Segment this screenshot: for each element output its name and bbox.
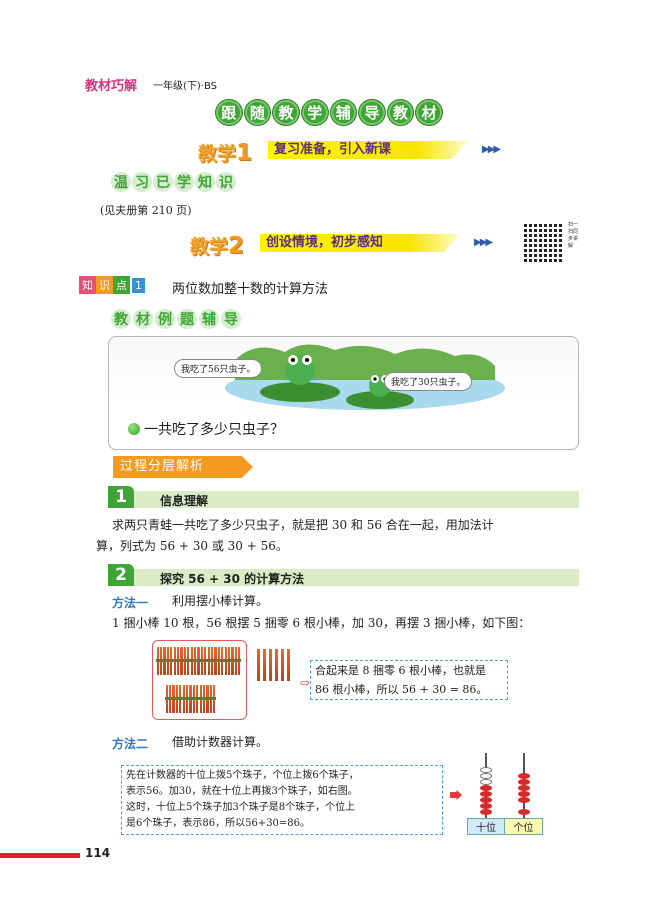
right-arrow-icon — [450, 790, 462, 800]
tens-label: 十位 — [467, 818, 505, 835]
green-dot-icon — [128, 423, 140, 435]
section-title: 探究 56 + 30 的计算方法 — [160, 572, 305, 586]
section-title: 信息理解 — [160, 494, 209, 508]
banner-char: 辅 — [329, 99, 358, 126]
process-banner — [113, 456, 253, 478]
book-brand: 教材巧解 — [85, 79, 138, 94]
abacus-explanation: 先在计数器的十位上拨5个珠子，个位上拨6个珠子， 表示56。加30，就在十位上再… — [121, 765, 443, 835]
banner-char: 随 — [243, 99, 272, 126]
section-2-header — [108, 569, 579, 586]
paragraph-line: 求两只青蛙一共吃了多少只虫子，就是把 30 和 56 合在一起，用加法计 — [112, 518, 494, 532]
stick-bundle — [207, 647, 224, 675]
stick-bundle — [182, 685, 199, 713]
method-1-text: 利用摆小棒计算。 — [172, 594, 269, 608]
page-number: 114 — [85, 846, 111, 860]
speech-bubble: 我吃了30只虫子。 — [384, 372, 473, 391]
speech-bubble: 我吃了56只虫子。 — [174, 359, 263, 378]
sticks-conclusion: 合起来是 8 捆零 6 根小棒，也就是 86 根小棒，所以 56 + 30 = … — [310, 660, 508, 700]
stick-bundle — [165, 685, 182, 713]
review-label: 温 习 已 学 知 识 — [111, 172, 236, 192]
ones-label: 个位 — [505, 818, 543, 835]
section-number: 1 — [108, 486, 134, 508]
example-label: 教 材 例 题 辅 导 — [111, 309, 241, 329]
qr-caption: 扫一扫同步讲解 — [568, 222, 579, 249]
teaching-bar — [260, 234, 460, 252]
teaching-bar — [268, 141, 468, 159]
footer-bar — [0, 853, 80, 858]
triple-arrow-icon: ▶▶▶ — [474, 237, 493, 248]
process-label: 过程分层解析 — [120, 459, 205, 474]
sticks-illustration — [152, 640, 247, 720]
right-arrow-icon: ⇨ — [300, 676, 311, 690]
method-2-label: 方法二 — [112, 737, 149, 751]
place-value-labels: 十位 个位 — [467, 818, 543, 835]
method-1-label: 方法一 — [112, 596, 149, 610]
stick-bundle — [224, 647, 241, 675]
knowledge-point-tag: 知 识 点 1 — [79, 276, 145, 294]
stick-bundle — [199, 685, 216, 713]
loose-stick — [269, 649, 272, 681]
banner-char: 导 — [358, 99, 386, 126]
loose-stick — [275, 649, 278, 681]
banner-char: 教 — [272, 99, 300, 126]
abacus-illustration — [467, 753, 543, 835]
loose-stick — [287, 649, 290, 681]
triple-arrow-icon: ▶▶▶ — [482, 144, 501, 155]
stick-bundle — [173, 647, 190, 675]
method-2-text: 借助计数器计算。 — [172, 735, 269, 749]
loose-stick — [257, 649, 260, 681]
qr-code-icon[interactable] — [524, 222, 564, 262]
book-grade: 一年级(下)·BS — [153, 81, 218, 92]
section-number: 2 — [108, 564, 134, 586]
example-question: 一共吃了多少只虫子？ — [128, 419, 284, 439]
loose-stick — [263, 649, 266, 681]
section-1-header — [108, 491, 579, 508]
sticks-description: 1 捆小棒 10 根，56 根摆 5 捆零 6 根小棒，加 30，再摆 3 捆小… — [112, 616, 531, 630]
loose-stick — [281, 649, 284, 681]
teaching-title: 创设情境，初步感知 — [266, 235, 384, 250]
stick-bundle — [190, 647, 207, 675]
paragraph-line: 算，列式为 56 + 30 或 30 + 56。 — [96, 539, 288, 553]
see-book-reference: (见夫册第 210 页) — [100, 204, 192, 217]
banner-char: 学 — [300, 99, 329, 126]
chapter-banner: 跟 随 教 学 辅 导 教 材 — [215, 99, 443, 126]
banner-char: 材 — [415, 99, 443, 126]
stick-bundle — [156, 647, 173, 675]
teaching-title: 复习准备，引入新课 — [274, 142, 392, 157]
knowledge-point-title: 两位数加整十数的计算方法 — [172, 282, 329, 297]
banner-char: 跟 — [215, 99, 243, 126]
banner-char: 教 — [386, 99, 415, 126]
